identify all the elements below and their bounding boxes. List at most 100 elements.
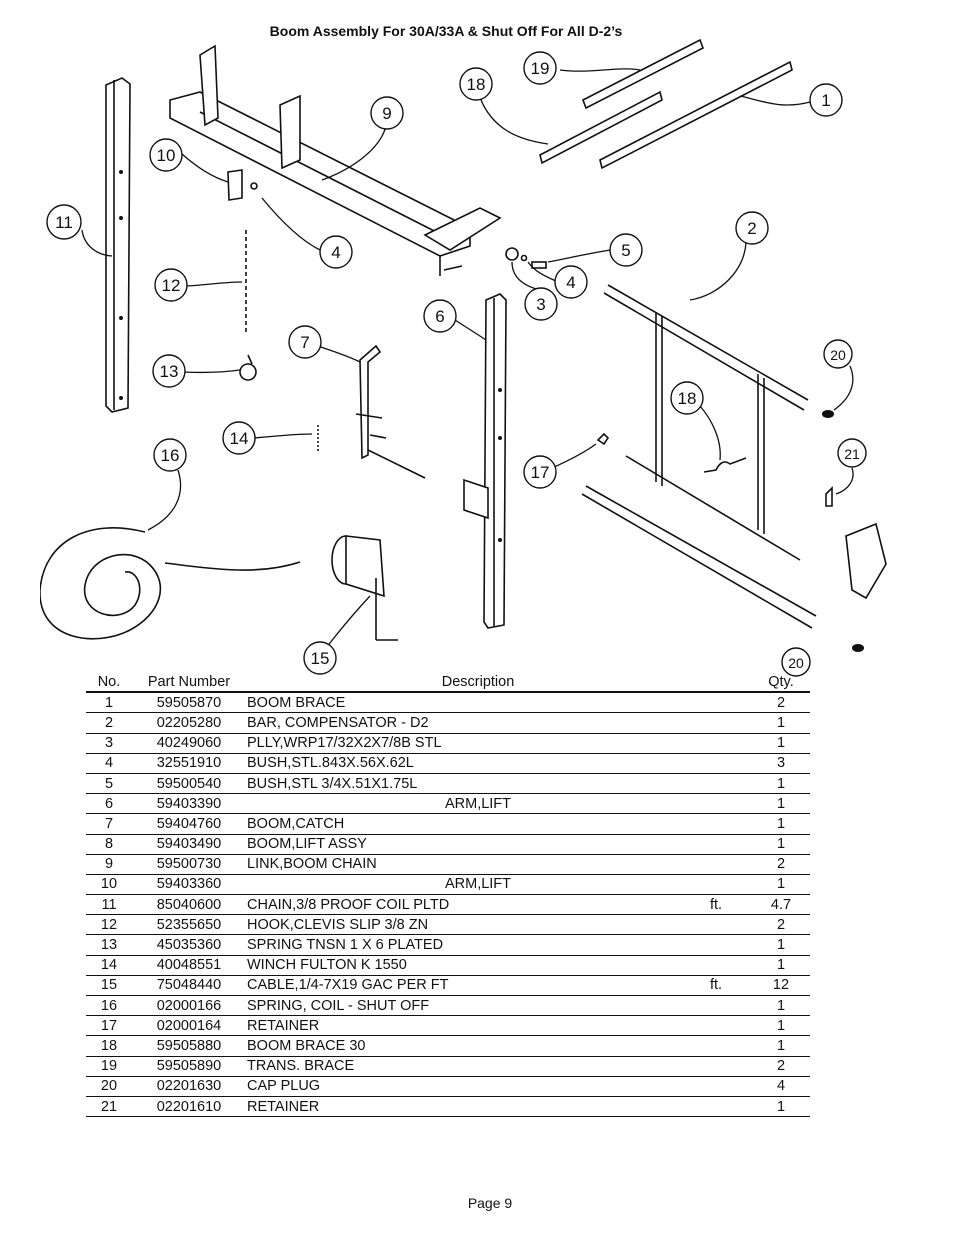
cell-description: BOOM,CATCH (247, 815, 345, 832)
cell-no: 19 (100, 1058, 118, 1075)
cap-plug-20-drawing (822, 410, 834, 418)
cell-description: BOOM BRACE (247, 694, 346, 711)
cell-part-number: 02201630 (156, 1078, 222, 1095)
header-no: No. (97, 673, 121, 690)
callout-16: 17 (523, 455, 557, 489)
cell-description: RETAINER (247, 1017, 320, 1034)
callout-3: 3 (524, 287, 558, 321)
cell-unit (710, 1016, 752, 1036)
svg-text:16: 16 (161, 446, 180, 465)
cell-no: 21 (100, 1098, 118, 1115)
cell-no: 13 (100, 937, 118, 954)
cell-unit: ft. (710, 977, 723, 994)
cell-no: 9 (104, 856, 114, 873)
callout-2: 2 (735, 211, 769, 245)
cell-unit (710, 1096, 752, 1116)
callout-1: 1 (809, 83, 843, 117)
callouts-layer: 19 18 1 9 10 11 4 5 2 4 3 12 6 7 20 13 1… (46, 51, 867, 677)
bushing-4b-drawing (520, 254, 528, 262)
cell-part-number: 85040600 (156, 896, 222, 913)
cell-unit (710, 1056, 752, 1076)
cell-qty: 1 (776, 1017, 786, 1034)
cell-description: CAP PLUG (247, 1078, 321, 1095)
svg-text:18: 18 (678, 389, 697, 408)
bushing-4-drawing (250, 182, 258, 190)
svg-text:2: 2 (747, 219, 756, 238)
callout-14: 15 (303, 641, 337, 675)
exploded-parts-diagram: 19 18 1 9 10 11 4 5 2 4 3 12 6 7 20 13 1… (39, 38, 920, 678)
callout-13: 14 (222, 421, 256, 455)
svg-text:12: 12 (162, 276, 181, 295)
cell-unit (710, 915, 752, 935)
cell-part-number: 52355650 (156, 916, 222, 933)
cell-no: 10 (100, 876, 118, 893)
cell-qty: 1 (776, 1037, 786, 1054)
svg-text:3: 3 (536, 295, 545, 314)
cell-qty: 1 (776, 997, 786, 1014)
boom-brace-18-drawing (539, 90, 663, 165)
callout-21: 21 (837, 438, 867, 468)
cell-part-number: 59505890 (156, 1058, 222, 1075)
boom-lift-8-drawing (169, 44, 502, 276)
callout-4b: 4 (554, 265, 588, 299)
cell-part-number: 02201610 (156, 1098, 222, 1115)
svg-text:17: 17 (531, 463, 550, 482)
cell-part-number: 40249060 (156, 735, 222, 752)
cell-description: BOOM,LIFT ASSY (247, 836, 367, 853)
cell-qty: 2 (776, 916, 786, 933)
cell-qty: 1 (776, 937, 786, 954)
cell-part-number: 59403360 (156, 876, 222, 893)
callout-8: 9 (370, 96, 404, 130)
cell-part-number: 02205280 (156, 714, 222, 731)
cell-unit (710, 692, 752, 713)
svg-text:7: 7 (300, 333, 309, 352)
cell-unit (710, 773, 752, 793)
boom-brace-1-drawing (599, 60, 793, 170)
trans-brace-19-drawing (582, 38, 704, 110)
cell-description: BAR, COMPENSATOR - D2 (247, 714, 429, 731)
svg-text:9: 9 (382, 104, 391, 123)
callout-19: 19 (523, 51, 557, 85)
cell-qty: 1 (776, 714, 786, 731)
cell-no: 14 (100, 957, 118, 974)
cell-no: 1 (104, 694, 114, 711)
cell-part-number: 59505880 (156, 1037, 222, 1054)
pulley-3-drawing (505, 247, 519, 261)
page-number: Page 9 (467, 1195, 513, 1211)
boom-catch-7-drawing (355, 344, 426, 479)
callout-5: 5 (609, 233, 643, 267)
cell-no: 3 (104, 735, 114, 752)
cell-description: ARM,LIFT (444, 795, 512, 812)
cell-unit (710, 935, 752, 955)
cell-no: 11 (101, 896, 117, 913)
cell-no: 17 (100, 1017, 118, 1034)
svg-text:10: 10 (157, 146, 176, 165)
cell-qty: 1 (776, 775, 786, 792)
cell-description: LINK,BOOM CHAIN (247, 856, 377, 873)
cap-plug-20b-drawing (852, 644, 864, 652)
cell-qty: 1 (776, 735, 786, 752)
cell-description: SPRING, COIL - SHUT OFF (247, 997, 430, 1014)
hook-12-drawing (239, 354, 257, 381)
winch-14-drawing (331, 535, 398, 641)
cell-qty: 1 (776, 836, 786, 853)
spring-16-drawing (596, 432, 610, 446)
cell-no: 5 (104, 775, 114, 792)
callout-17: 18 (670, 381, 704, 415)
cell-part-number: 59505870 (156, 694, 222, 711)
cell-unit (710, 814, 752, 834)
cell-unit (710, 733, 752, 753)
svg-text:21: 21 (844, 446, 860, 462)
